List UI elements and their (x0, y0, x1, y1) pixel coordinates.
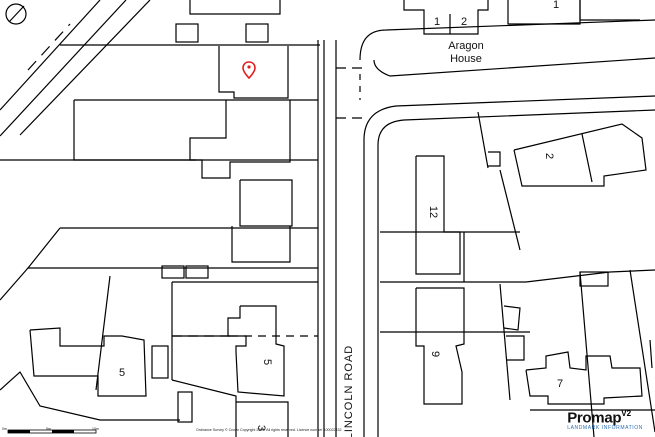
building-name: House (450, 53, 482, 65)
scale-bar (7, 429, 97, 434)
building-name: Aragon (448, 40, 483, 52)
plot-label: 2 (543, 153, 555, 159)
plot-label: 5 (261, 359, 273, 365)
road-name: LINCOLN ROAD (343, 345, 355, 437)
plot-label: 2 (461, 16, 467, 28)
brand-version: V2 (621, 408, 632, 418)
copyright-notice: Ordnance Survey © Crown Copyright 2024. … (196, 428, 342, 432)
scale-label-mid: 5m (46, 427, 51, 431)
plot-label: 1 (553, 0, 559, 11)
brand-name: Promap (567, 409, 622, 426)
plot-label: 12 (427, 206, 439, 218)
plot-label: 3 (255, 425, 267, 431)
plot-label: 1 (434, 16, 440, 28)
brand-subtitle: LANDMARK INFORMATION (567, 425, 643, 431)
scale-label-start: 0m (2, 427, 7, 431)
plot-label: 7 (557, 378, 563, 390)
plot-label: 9 (429, 351, 441, 357)
north-arrow-icon (5, 3, 27, 25)
scale-label-end: 10m (92, 427, 99, 431)
location-pin-icon (242, 61, 256, 80)
brand-logo: PromapV2 LANDMARK INFORMATION (567, 409, 643, 431)
plot-label: 5 (119, 367, 125, 379)
